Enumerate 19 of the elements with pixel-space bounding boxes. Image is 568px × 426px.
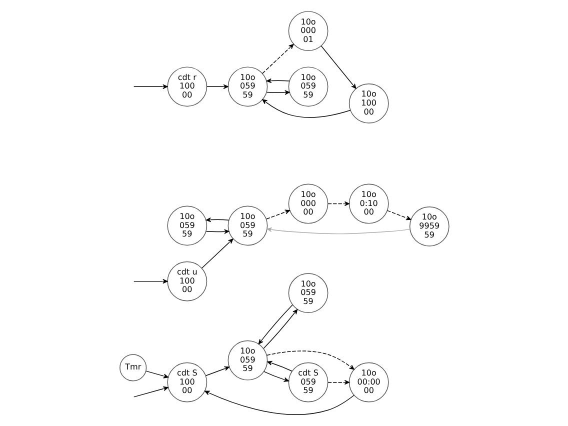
arrow xyxy=(201,238,233,268)
arrow xyxy=(262,309,298,349)
arrow xyxy=(263,371,288,382)
arrow xyxy=(206,84,228,89)
arrow xyxy=(205,366,229,376)
arrow xyxy=(266,90,290,95)
arrow xyxy=(266,360,292,372)
arrow xyxy=(386,210,411,220)
arrow xyxy=(327,380,349,385)
arrow xyxy=(145,370,168,378)
arrow xyxy=(266,210,290,220)
arrow xyxy=(327,201,349,206)
arrow xyxy=(205,229,229,234)
arrow xyxy=(266,350,354,370)
arrow xyxy=(320,46,356,89)
arrow xyxy=(262,99,350,118)
arrow xyxy=(258,304,292,344)
arrow xyxy=(205,217,229,222)
arrow xyxy=(266,227,410,234)
